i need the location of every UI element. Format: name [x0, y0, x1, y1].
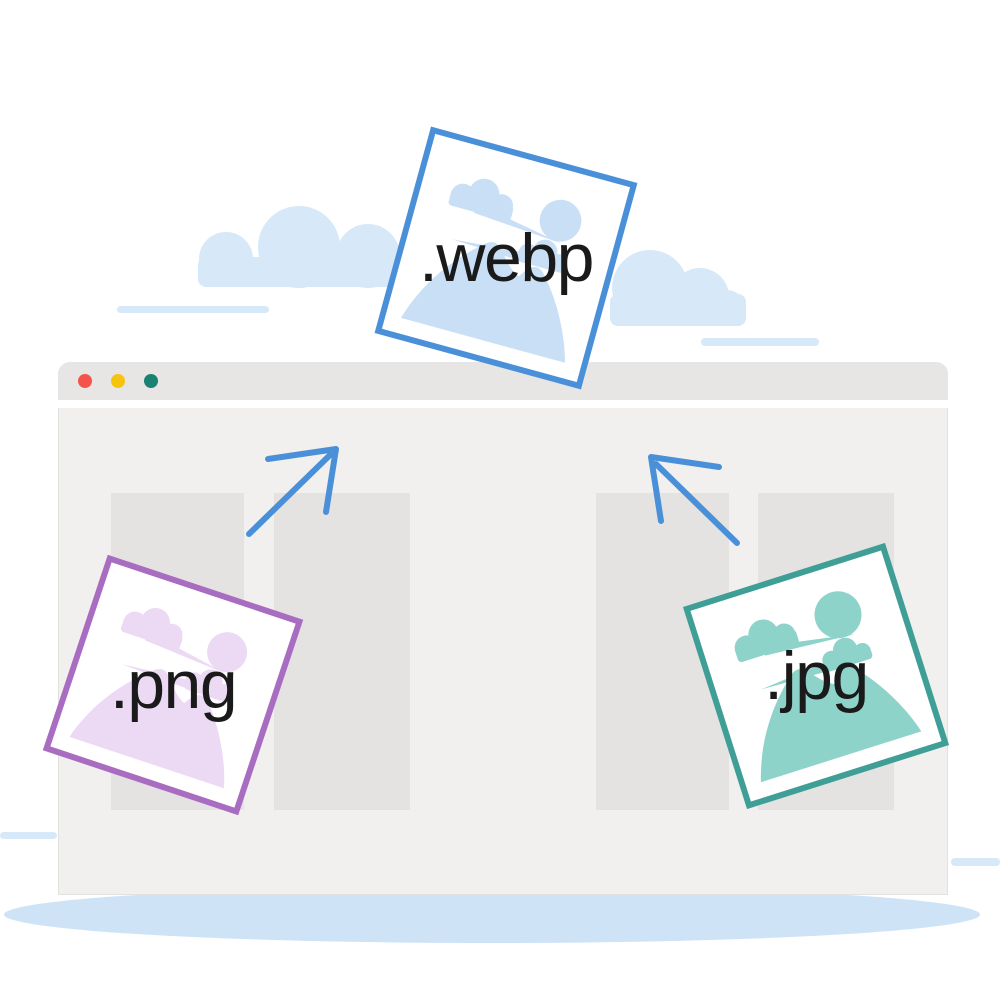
image-placeholder-icon	[69, 608, 248, 789]
traffic-light-minimize-icon	[111, 374, 125, 388]
traffic-light-fullscreen-icon	[144, 374, 158, 388]
format-label-png: .png	[109, 647, 237, 723]
image-placeholder-icon	[400, 178, 582, 363]
card-webp: .webp	[374, 126, 638, 390]
sky-line-top-right	[701, 338, 819, 346]
cloud-left-icon	[198, 206, 402, 288]
sky-line-top-left	[117, 306, 269, 313]
ground-shadow-ellipse	[4, 886, 980, 943]
format-label-jpg: .jpg	[764, 638, 868, 714]
placeholder-block	[274, 493, 410, 810]
card-png: .png	[42, 554, 304, 816]
traffic-light-close-icon	[78, 374, 92, 388]
format-label-webp: .webp	[419, 220, 593, 296]
card-jpg: .jpg	[682, 542, 950, 810]
sky-line-bottom-left	[0, 832, 57, 839]
sky-line-bottom-right	[951, 858, 1000, 866]
cloud-right-icon	[610, 250, 746, 326]
image-placeholder-icon	[734, 591, 922, 783]
